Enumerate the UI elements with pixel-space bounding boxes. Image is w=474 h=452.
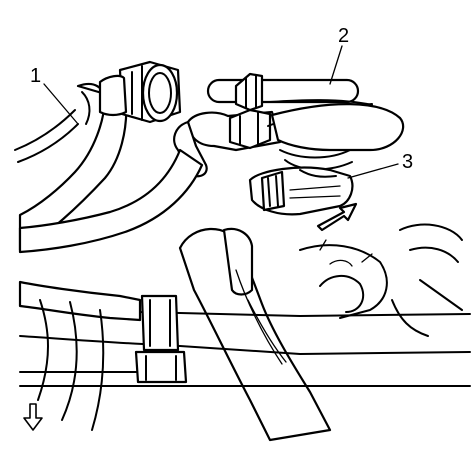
callout-1: 1 (30, 65, 41, 87)
left-hose-tube-outline (14, 109, 79, 163)
lower-center-hose (178, 227, 332, 442)
arrow-down-outline-icon (23, 403, 43, 431)
lower-center-hose-band (222, 227, 254, 296)
quick-connector (98, 60, 182, 124)
callout-3: 3 (402, 151, 413, 173)
middle-hose (18, 148, 204, 254)
engine-block-right (299, 223, 463, 337)
left-vent-hose-band (81, 91, 91, 125)
lower-left-hose (18, 280, 142, 322)
callout-1-leader (43, 83, 79, 125)
callout-2: 2 (338, 25, 349, 47)
callout-3-leader (347, 163, 399, 179)
hose-clip (134, 294, 188, 384)
right-hose-lower (279, 149, 353, 171)
vent-pipe (206, 72, 373, 112)
purge-valve (248, 166, 358, 232)
callout-2-leader (329, 45, 343, 85)
right-hose-bundle (270, 103, 405, 152)
